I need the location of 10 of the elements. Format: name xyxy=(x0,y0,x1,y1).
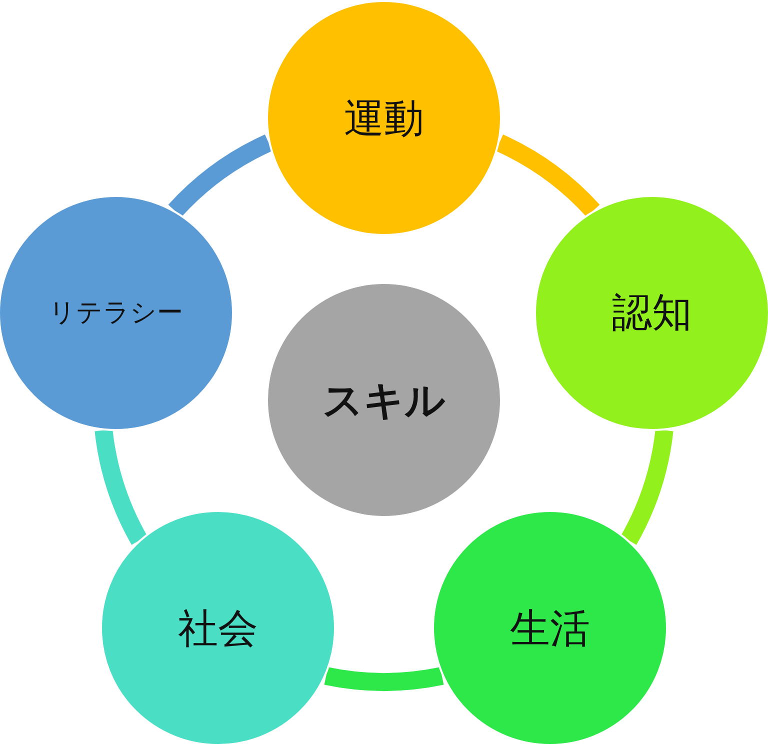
center-circle: スキル xyxy=(266,282,502,518)
ring-arc xyxy=(620,428,674,544)
ring-arc xyxy=(495,134,600,218)
circle-node: リテラシー xyxy=(0,194,234,431)
circle-node: 社会 xyxy=(100,510,336,746)
ring-arc xyxy=(94,428,148,544)
circle-node: 生活 xyxy=(432,510,668,746)
ring-arc xyxy=(324,667,444,691)
circle-node: 運動 xyxy=(266,0,502,236)
circle-node: 認知 xyxy=(534,194,768,431)
